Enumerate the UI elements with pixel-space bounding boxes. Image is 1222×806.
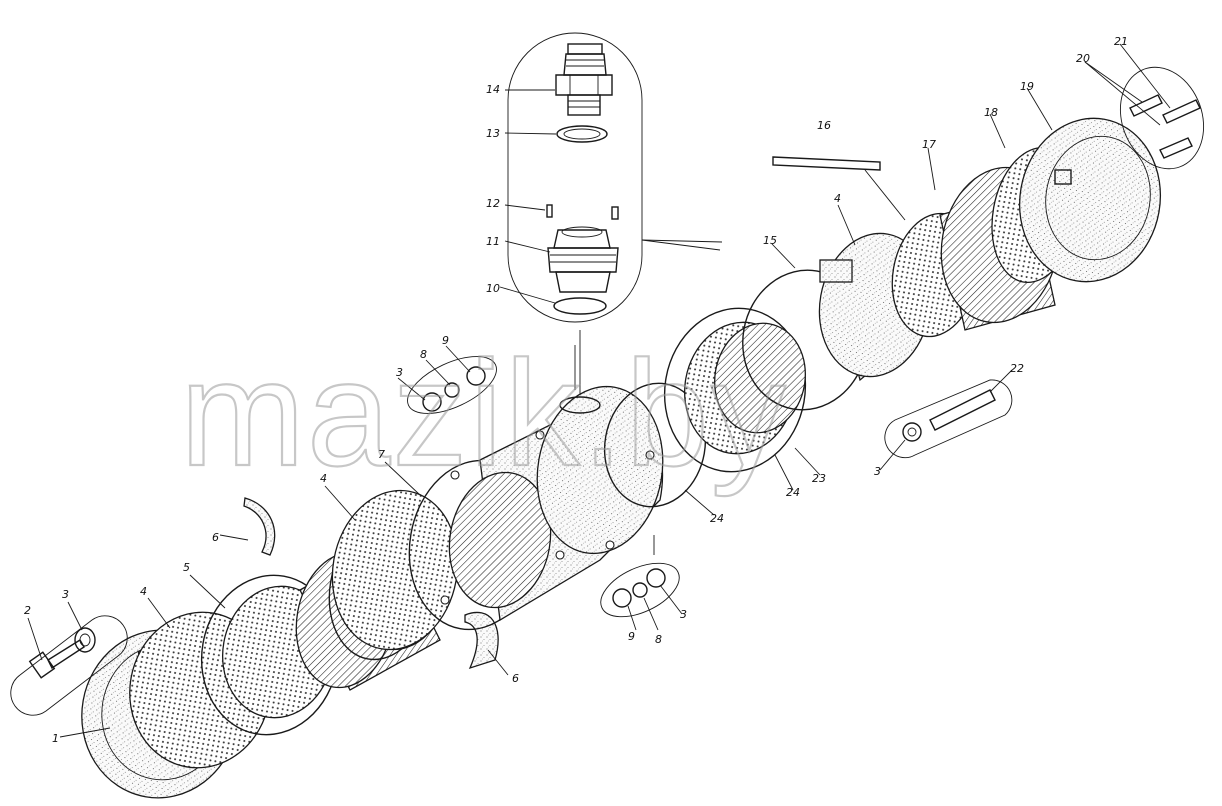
bolt-capsule-left (10, 615, 128, 716)
callout-label: 6 (212, 531, 219, 544)
shell-body (408, 385, 664, 631)
body-part-11 (547, 226, 619, 293)
callout-label: 3 (680, 608, 687, 621)
stud-part-20 (1129, 94, 1163, 117)
callout-label: 24 (786, 486, 800, 499)
fitting-part-14 (555, 43, 613, 116)
o-ring-part-10 (553, 297, 607, 315)
callout-label: 18 (984, 106, 998, 119)
clamp-part-6-bottom (464, 611, 499, 670)
callout-label: 4 (834, 192, 841, 205)
callout-label: 12 (486, 197, 500, 210)
callout-label: 21 (1114, 35, 1128, 48)
callout-label: 10 (486, 282, 500, 295)
callout-label: 14 (486, 83, 500, 96)
clamp-part-6-top (243, 497, 276, 556)
callout-label: 8 (420, 348, 427, 361)
callout-label: 19 (1020, 80, 1034, 93)
callout-label: 3 (874, 465, 881, 478)
callout-label: 6 (512, 672, 519, 685)
stud-part-21b (1159, 137, 1193, 159)
capsule-outline (507, 32, 643, 323)
callout-labels: 1 2 3 3 3 3 4 4 4 5 6 6 7 8 8 9 9 10 11 … (24, 35, 1128, 745)
callout-label: 2 (24, 604, 31, 617)
watermark-text: mazik.by (180, 329, 788, 497)
callout-label: 16 (817, 119, 831, 132)
stud-capsule-right (884, 379, 1013, 459)
callout-label: 9 (628, 630, 635, 643)
callout-label: 9 (442, 334, 449, 347)
callout-label: 1 (52, 732, 59, 745)
callout-label: 3 (62, 588, 69, 601)
washer-capsule-top (407, 356, 497, 414)
callout-label: 4 (140, 585, 147, 598)
washer-part-13 (556, 125, 608, 143)
stud-part-22 (929, 389, 996, 431)
callout-label: 4 (320, 472, 327, 485)
end-cover-part-19 (1018, 117, 1162, 283)
callout-label: 24 (710, 512, 724, 525)
callout-label: 3 (396, 366, 403, 379)
callout-label: 23 (812, 472, 826, 485)
washer-capsule-bottom (600, 562, 680, 618)
inset-capsule (507, 32, 723, 395)
callout-label: 8 (655, 633, 662, 646)
callout-label: 7 (378, 448, 385, 461)
callout-label: 15 (763, 234, 777, 247)
pin-part-12b (611, 206, 619, 220)
bar-part-16 (772, 156, 881, 171)
callout-label: 11 (486, 235, 500, 248)
stud-part-21 (1162, 99, 1201, 124)
callout-label: 13 (486, 127, 500, 140)
washer-part-3 (74, 627, 96, 653)
ring-part-23 (663, 307, 807, 473)
callout-label: 5 (183, 561, 190, 574)
studs-capsule (1119, 66, 1205, 170)
callout-label: 20 (1076, 52, 1090, 65)
callout-label: 22 (1010, 362, 1024, 375)
callout-label: 17 (922, 138, 936, 151)
leader-lines (27, 43, 1171, 738)
pin-part-12 (546, 204, 553, 218)
